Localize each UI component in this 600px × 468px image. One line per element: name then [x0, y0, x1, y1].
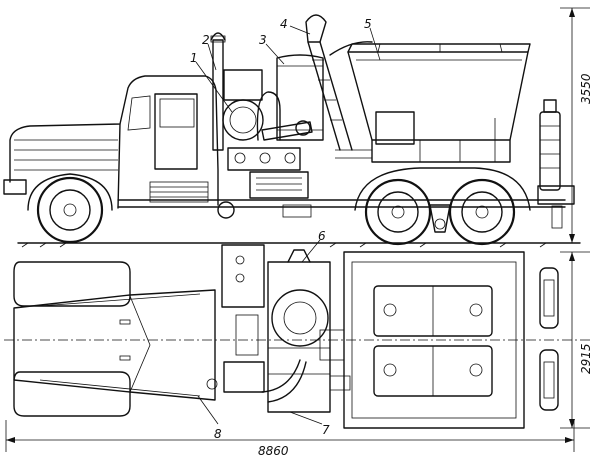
callout-1: 1: [190, 51, 198, 65]
front-tyres-top: [13, 261, 131, 417]
rear-spare-reel: [537, 99, 575, 229]
rear-fender: [354, 167, 531, 211]
leader-lines: [195, 25, 381, 425]
callout-7: 7: [322, 423, 330, 437]
cab-outline: [9, 75, 219, 206]
top-view: [4, 244, 590, 429]
callout-8: 8: [214, 427, 222, 441]
callout-2: 2: [202, 33, 210, 47]
pump-top: [206, 249, 351, 413]
pipe-loop: [256, 91, 281, 141]
front-bumper: [3, 179, 27, 195]
rear-tyres-top: [539, 267, 559, 411]
dimension-width: 2915: [579, 343, 593, 374]
windshield: [127, 95, 151, 131]
dimension-lines: [5, 7, 590, 452]
callout-4: 4: [280, 17, 288, 31]
front-wheel: [27, 173, 113, 244]
dimension-height: 3550: [579, 73, 593, 104]
bogie-bracket: [429, 204, 451, 233]
callout-6: 6: [318, 229, 326, 243]
pump-base: [249, 171, 309, 199]
rear-bumper: [537, 185, 575, 205]
compressor-housing: [223, 69, 263, 101]
pump-unit: [222, 69, 313, 199]
hood-top: [13, 289, 216, 401]
cab-door: [154, 93, 198, 170]
hopper-hatch: [375, 111, 415, 145]
cab-firewall: [117, 123, 121, 209]
engine-block: [227, 147, 301, 171]
cab-window: [159, 98, 195, 128]
spare-small-wheel: [217, 201, 235, 219]
front-fender: [27, 173, 113, 211]
callout-5: 5: [364, 17, 372, 31]
hopper-stand: [371, 139, 511, 163]
callout-3: 3: [259, 33, 267, 47]
hood-lines: [14, 139, 118, 171]
dimension-length: 8860: [258, 444, 289, 458]
toolbox-top: [221, 244, 265, 308]
side-view: [3, 14, 581, 248]
drive-arm: [261, 121, 313, 141]
ground-hatch: [21, 242, 547, 248]
hopper: [335, 43, 531, 163]
rear-wheels: [354, 167, 531, 246]
exhaust-stack: [210, 32, 226, 151]
auger-conveyor: [305, 14, 373, 151]
